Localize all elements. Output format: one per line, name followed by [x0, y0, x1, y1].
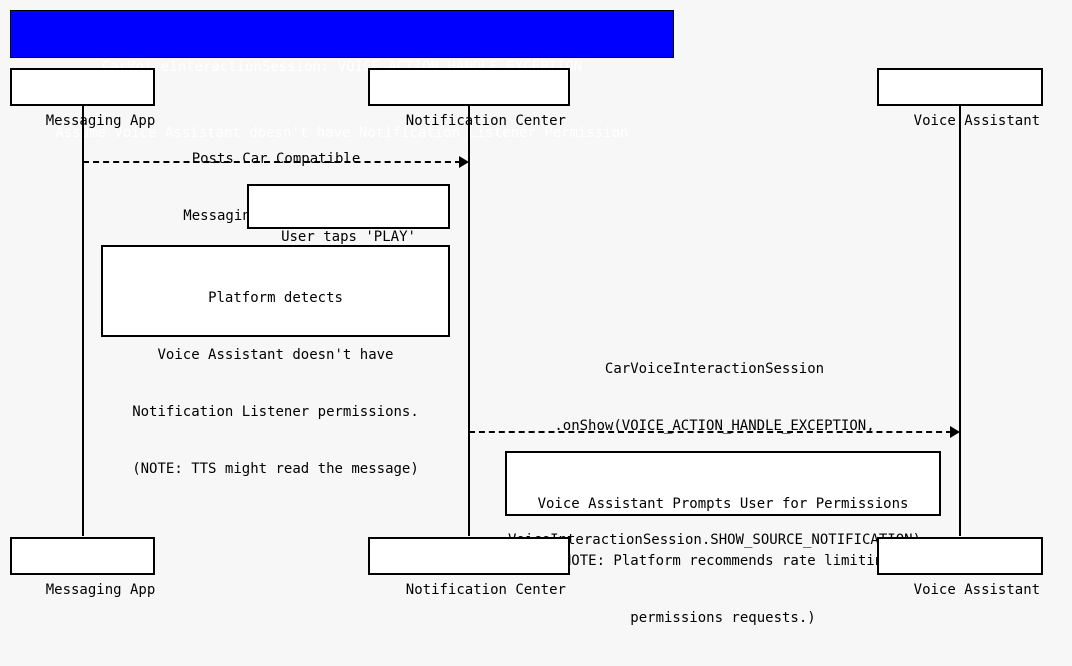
participant-label: Messaging App — [45, 113, 156, 129]
participant-label: Messaging App — [45, 582, 156, 598]
note-line-1: Platform detects — [208, 290, 343, 306]
note-line-3: permissions requests.) — [630, 610, 816, 626]
diagram-title-line-2: Assume Voice Assistant doesn't have Noti… — [55, 125, 629, 141]
message-label-line-4: VoiceInteractionSession.SHOW_SOURCE_NOTI… — [507, 532, 921, 548]
note-line-1: Voice Assistant Prompts User for Permiss… — [537, 496, 909, 512]
participant-voice-assistant-bottom[interactable]: Voice Assistant — [877, 537, 1043, 598]
note-line-4: (NOTE: TTS might read the message) — [132, 461, 419, 477]
note-line-1: User taps 'PLAY' — [281, 229, 416, 245]
message-arrowhead-on-show — [950, 426, 960, 438]
note-line-2: Voice Assistant doesn't have — [157, 347, 394, 363]
diagram-title-banner: CarVoiceInteractionSession: VOICE_ACTION… — [10, 10, 674, 141]
lifeline-messaging-app — [82, 106, 84, 536]
message-line-on-show — [469, 431, 952, 433]
note-line-2: (NOTE: Platform recommends rate limiting — [554, 553, 892, 569]
participant-notification-center-top[interactable]: Notification Center — [368, 68, 570, 129]
participant-notification-center-bottom[interactable]: Notification Center — [368, 537, 570, 598]
participant-messaging-app-bottom[interactable]: Messaging App — [10, 537, 155, 598]
participant-label: Voice Assistant — [913, 113, 1041, 129]
note-user-taps-play: User taps 'PLAY' on Msg Notification — [247, 184, 450, 302]
participant-label: Notification Center — [405, 582, 566, 598]
message-arrowhead-post-notification — [459, 156, 469, 168]
participant-messaging-app-top[interactable]: Messaging App — [10, 68, 155, 129]
note-platform-detects: Platform detects Voice Assistant doesn't… — [101, 245, 450, 477]
lifeline-voice-assistant — [959, 106, 961, 536]
note-prompts-user: Voice Assistant Prompts User for Permiss… — [505, 451, 941, 626]
note-line-3: Notification Listener permissions. — [132, 404, 419, 420]
participant-label: Notification Center — [405, 113, 566, 129]
message-label-line-1: CarVoiceInteractionSession — [604, 361, 825, 377]
message-label-line-2: .onShow(VOICE_ACTION_HANDLE_EXCEPTION, — [554, 418, 875, 434]
participant-label: Voice Assistant — [913, 582, 1041, 598]
lifeline-notification-center — [468, 106, 470, 536]
message-label-line-1: Posts Car Compatible — [191, 151, 361, 167]
message-line-post-notification — [83, 161, 461, 163]
sequence-diagram-canvas: CarVoiceInteractionSession: VOICE_ACTION… — [10, 10, 1043, 626]
participant-voice-assistant-top[interactable]: Voice Assistant — [877, 68, 1043, 129]
